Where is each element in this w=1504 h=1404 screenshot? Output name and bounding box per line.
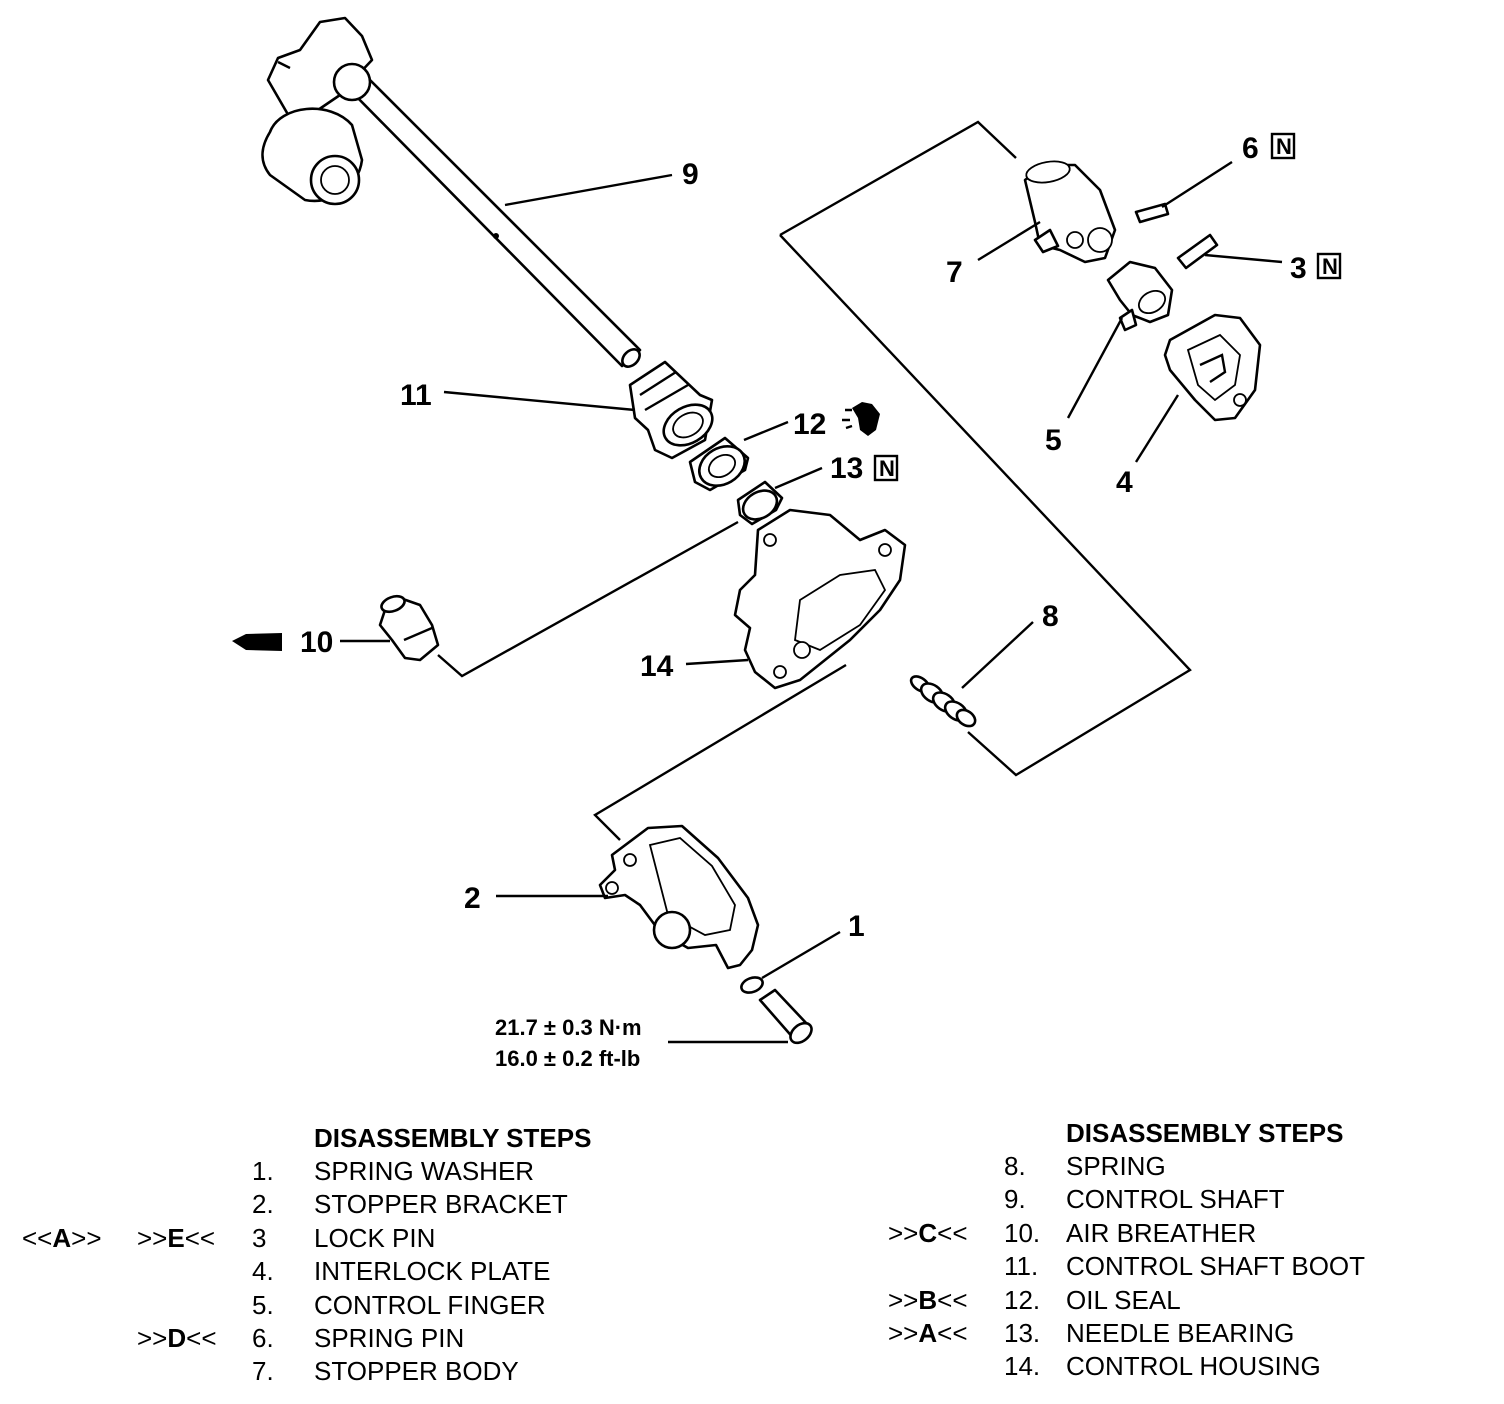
step-name: SPRING WASHER	[314, 1156, 535, 1186]
assembly-outline-left	[437, 520, 847, 841]
leader-lines	[340, 160, 1283, 1044]
callout-12: 12	[793, 408, 826, 441]
torque-spec: 21.7 ± 0.3 N·m 16.0 ± 0.2 ft-lb	[495, 1015, 642, 1071]
air-breather-drawing	[378, 594, 440, 662]
callout-11: 11	[400, 379, 432, 412]
step-row: <<A>> >>E<< 3 LOCK PIN	[0, 1222, 760, 1255]
spring-drawing	[909, 675, 977, 728]
callout-3: 3	[1290, 252, 1307, 285]
step-num: 14.	[1004, 1351, 1041, 1382]
lock-pin-drawing	[1176, 233, 1219, 270]
callout-14: 14	[640, 650, 674, 683]
step-num: 7.	[252, 1356, 274, 1387]
step-name: INTERLOCK PLATE	[314, 1256, 551, 1287]
sealant-tube-icon	[232, 633, 282, 651]
step-name: AIR BREATHER	[1066, 1217, 1257, 1248]
step-num: 2.	[252, 1189, 274, 1220]
disassembly-steps-right: DISASSEMBLY STEPS 8. SPRING 9. CONTROL SHAF…	[760, 1117, 1500, 1387]
step-ref2: >>C<<	[888, 1217, 968, 1248]
step-ref2: >>A<<	[888, 1318, 968, 1348]
control-shaft-drawing	[261, 16, 642, 368]
step-num: 8.	[1004, 1151, 1026, 1181]
callout-13: 13	[830, 452, 863, 485]
stopper-bracket-drawing	[598, 824, 760, 970]
exploded-parts-diagram: 9 11 12 13 10 14 8 7 6 3 5 4 2 1 N N N 2…	[232, 16, 1342, 1071]
step-row: 5. CONTROL FINGER	[0, 1289, 760, 1322]
step-name: STOPPER BRACKET	[314, 1189, 568, 1220]
control-shaft-boot-drawing	[628, 360, 714, 460]
callout-7: 7	[946, 256, 963, 289]
step-num: 4.	[252, 1256, 274, 1287]
steps-heading-left: DISASSEMBLY STEPS	[314, 1123, 592, 1153]
step-row: 7. STOPPER BODY	[0, 1355, 760, 1388]
step-name: STOPPER BODY	[314, 1356, 519, 1387]
callout-10: 10	[300, 626, 333, 659]
step-ref2: >>E<<	[137, 1222, 216, 1253]
assembly-outline-right	[779, 120, 1192, 777]
step-ref2: >>D<<	[137, 1323, 217, 1353]
new-part-mark-6: N	[1270, 132, 1296, 160]
step-num: 10.	[1004, 1217, 1041, 1248]
step-row: 8. SPRING	[760, 1150, 1500, 1183]
step-name: SPRING PIN	[314, 1323, 465, 1353]
control-housing-drawing	[733, 508, 907, 690]
step-row: 2. STOPPER BRACKET	[0, 1188, 760, 1221]
step-num: 6.	[252, 1323, 274, 1353]
callout-2: 2	[464, 882, 481, 915]
step-name: CONTROL SHAFT	[1066, 1184, 1285, 1215]
step-num: 11.	[1004, 1251, 1039, 1282]
spring-washer-drawing	[740, 976, 764, 994]
callout-5: 5	[1045, 424, 1062, 457]
step-row: >>B<< 12. OIL SEAL	[760, 1284, 1500, 1317]
step-row: >>D<< 6. SPRING PIN	[0, 1322, 760, 1355]
grease-icon	[842, 402, 880, 436]
step-name: SPRING	[1066, 1151, 1166, 1181]
step-ref1: <<A>>	[22, 1222, 102, 1253]
needle-bearing-drawing	[736, 480, 784, 526]
svg-text:N: N	[879, 456, 895, 481]
callout-1: 1	[848, 910, 865, 943]
torque-imperial: 16.0 ± 0.2 ft-lb	[495, 1046, 640, 1071]
callout-6: 6	[1242, 132, 1259, 165]
steps-heading-right: DISASSEMBLY STEPS	[1066, 1118, 1344, 1148]
step-num: 12.	[1004, 1284, 1041, 1315]
step-row: 9. CONTROL SHAFT	[760, 1183, 1500, 1216]
step-name: CONTROL FINGER	[314, 1289, 546, 1320]
torque-metric: 21.7 ± 0.3 N·m	[495, 1015, 642, 1040]
step-name: NEEDLE BEARING	[1066, 1318, 1295, 1348]
oil-seal-drawing	[688, 436, 750, 492]
new-part-mark-13: N	[873, 454, 899, 482]
callout-8: 8	[1042, 600, 1059, 633]
step-name: CONTROL SHAFT BOOT	[1066, 1251, 1366, 1282]
step-num: 5.	[252, 1289, 274, 1320]
step-ref2: >>B<<	[888, 1284, 968, 1315]
interlock-plate-drawing	[1163, 313, 1262, 422]
callout-9: 9	[682, 158, 699, 191]
step-row: >>A<< 13. NEEDLE BEARING	[760, 1317, 1500, 1350]
step-num: 13.	[1004, 1318, 1041, 1348]
callout-4: 4	[1116, 466, 1133, 499]
step-name: LOCK PIN	[314, 1222, 436, 1253]
step-num: 3	[252, 1222, 267, 1253]
disassembly-steps-left: DISASSEMBLY STEPS 1. SPRING WASHER 2. STOPP…	[0, 1122, 760, 1392]
stopper-body-drawing	[1023, 160, 1117, 264]
step-num: 1.	[252, 1156, 274, 1186]
step-name: CONTROL HOUSING	[1066, 1351, 1321, 1382]
step-name: OIL SEAL	[1066, 1284, 1181, 1315]
bolt-drawing	[758, 988, 813, 1045]
control-finger-drawing	[1106, 260, 1174, 332]
callout-labels: 9 11 12 13 10 14 8 7 6 3 5 4 2 1	[300, 132, 1307, 943]
new-part-mark-3: N	[1316, 252, 1342, 280]
step-row: 4. INTERLOCK PLATE	[0, 1255, 760, 1288]
step-row: >>C<< 10. AIR BREATHER	[760, 1217, 1500, 1250]
step-row: 1. SPRING WASHER	[0, 1155, 760, 1188]
step-row: 14. CONTROL HOUSING	[760, 1350, 1500, 1383]
svg-text:N: N	[1322, 254, 1338, 279]
step-num: 9.	[1004, 1184, 1026, 1215]
svg-text:N: N	[1276, 134, 1292, 159]
step-row: 11. CONTROL SHAFT BOOT	[760, 1250, 1500, 1283]
spring-pin-drawing	[1134, 202, 1170, 224]
